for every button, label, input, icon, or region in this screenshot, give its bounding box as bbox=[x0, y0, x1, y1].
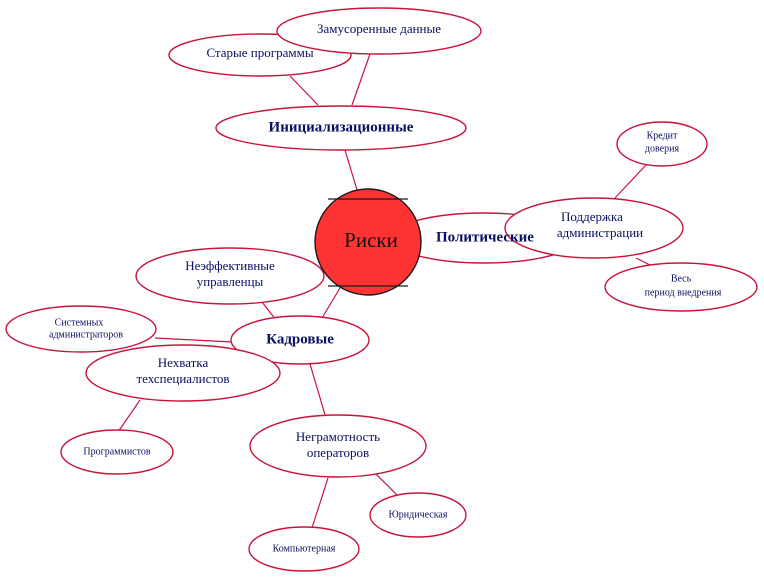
node-credit-line2: доверия bbox=[645, 143, 680, 154]
node-staff-label: Кадровые bbox=[266, 331, 334, 347]
edge-admin-credit bbox=[614, 164, 647, 199]
node-dirty-data: Замусоренные данные bbox=[276, 7, 482, 55]
node-whole-period-line1: Весь bbox=[671, 273, 692, 284]
node-illiteracy-line1: Неграмотность bbox=[296, 429, 380, 444]
node-whole-period: Весь период внедрения bbox=[604, 262, 758, 312]
node-sysadmins-line2: администраторов bbox=[49, 329, 123, 340]
node-programmers-label: Программистов bbox=[83, 446, 150, 457]
node-legal-label: Юридическая bbox=[389, 509, 448, 520]
node-ineffective-line2: управленцы bbox=[197, 274, 264, 289]
edge-tech-programmers bbox=[117, 399, 141, 433]
node-tech-shortage: Нехватка техспециалистов bbox=[85, 344, 281, 402]
node-computer-label: Компьютерная bbox=[273, 543, 336, 554]
connectors bbox=[117, 53, 653, 529]
node-illiteracy: Неграмотность операторов bbox=[249, 414, 427, 478]
node-center-label: Риски bbox=[344, 228, 398, 252]
node-staff: Кадровые bbox=[230, 315, 370, 365]
node-programmers: Программистов bbox=[60, 429, 174, 475]
node-illiteracy-line2: операторов bbox=[307, 445, 369, 460]
node-admin-support-line1: Поддержка bbox=[561, 209, 623, 224]
edge-staff-sysadmins bbox=[154, 337, 233, 343]
edge-center-staff bbox=[321, 287, 341, 319]
node-init-label: Инициализационные bbox=[269, 119, 414, 135]
node-sysadmins-line1: Системных bbox=[55, 317, 104, 328]
node-dirty-data-label: Замусоренные данные bbox=[317, 21, 441, 36]
node-admin-support: Поддержка администрации bbox=[504, 197, 684, 259]
node-political-label: Политические bbox=[436, 229, 534, 245]
node-computer: Компьютерная bbox=[248, 526, 360, 572]
edge-init-dirty-data bbox=[351, 53, 371, 106]
edge-init-old-programs bbox=[289, 75, 319, 106]
edge-illiteracy-computer bbox=[311, 477, 329, 529]
node-legal: Юридическая bbox=[369, 492, 467, 538]
node-ineffective-line1: Неэффективные bbox=[185, 258, 275, 273]
node-tech-shortage-line1: Нехватка bbox=[158, 355, 209, 370]
node-whole-period-line2: период внедрения bbox=[645, 287, 722, 298]
node-admin-support-line2: администрации bbox=[557, 225, 643, 240]
node-sysadmins: Системных администраторов bbox=[5, 305, 157, 353]
node-ineffective: Неэффективные управленцы bbox=[135, 247, 325, 305]
edge-center-init bbox=[344, 149, 358, 191]
node-old-programs-label: Старые программы bbox=[206, 45, 313, 60]
node-init: Инициализационные bbox=[215, 105, 467, 151]
node-center-risks: Риски bbox=[314, 188, 422, 296]
node-credit: Кредит доверия bbox=[616, 121, 708, 167]
edge-illiteracy-legal bbox=[373, 471, 399, 497]
edge-staff-ineffective bbox=[261, 301, 277, 321]
node-tech-shortage-line2: техспециалистов bbox=[136, 371, 229, 386]
edge-staff-illiteracy bbox=[309, 363, 327, 419]
node-credit-line1: Кредит bbox=[647, 130, 678, 141]
